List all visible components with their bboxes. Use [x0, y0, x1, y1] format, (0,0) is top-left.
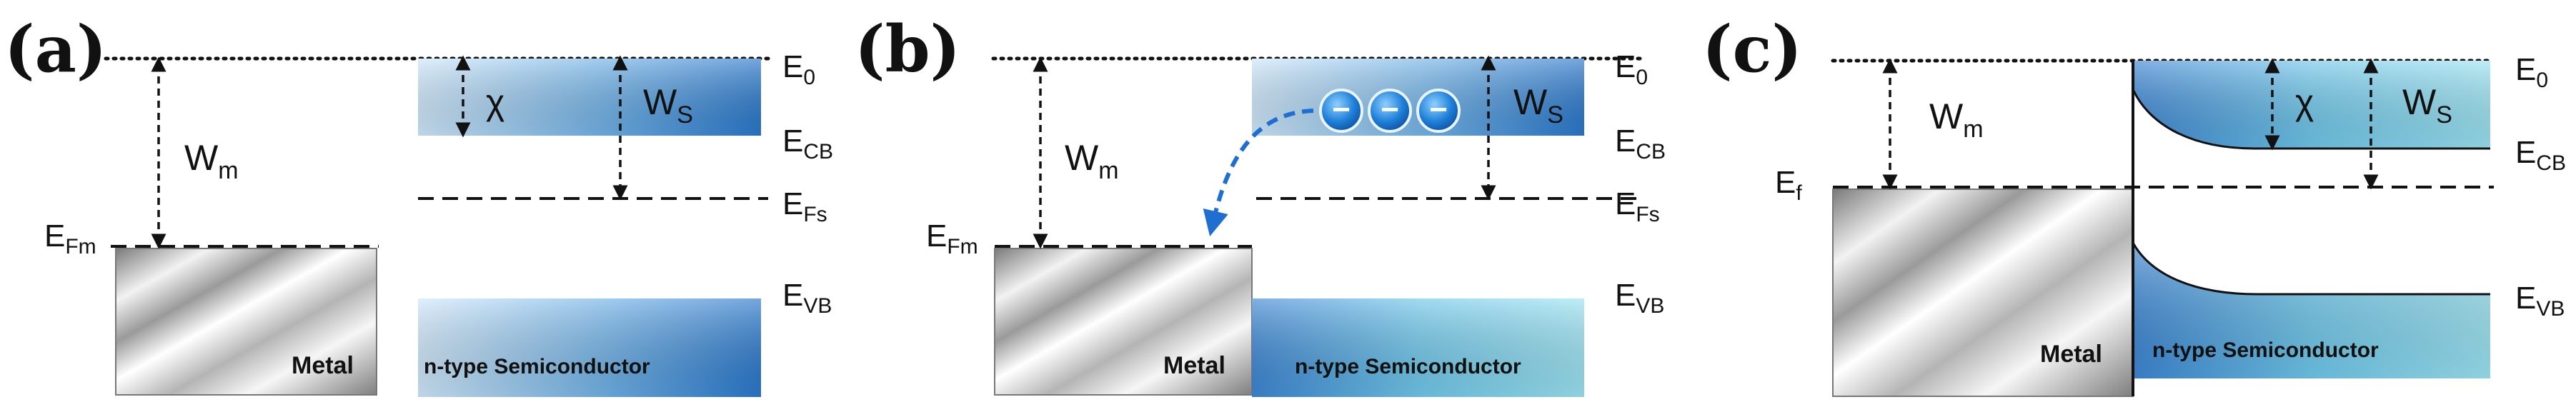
evb-label: EVB	[1615, 278, 1664, 318]
metal-block: Metal	[115, 248, 377, 396]
metal-block: Metal	[1832, 189, 2134, 397]
e0-label: E0	[2515, 52, 2548, 92]
valence-band-bent: n-type Semiconductor	[2132, 242, 2490, 396]
panel-c: (c) Metal n-type Semiconductor Wm χ WS	[1702, 11, 2566, 397]
efm-label: EFm	[926, 218, 978, 258]
ecb-label: ECB	[782, 124, 833, 164]
valence-band-box: n-type Semiconductor	[1252, 298, 1584, 397]
conduction-band-bent	[2132, 61, 2490, 150]
evb-label: EVB	[2515, 281, 2565, 321]
wm-label: Wm	[1065, 138, 1119, 184]
evb-label: EVB	[782, 278, 832, 318]
panel-b: (b) Metal n-type Semiconductor − −	[855, 11, 1666, 397]
conduction-band-box	[1252, 59, 1584, 136]
panel-label-c: (c)	[1702, 11, 1802, 87]
efm-label: EFm	[44, 218, 96, 258]
svg-text:−: −	[1332, 92, 1351, 127]
ws-label: WS	[2402, 82, 2452, 129]
efs-label: EFs	[1615, 186, 1660, 226]
semiconductor-label: n-type Semiconductor	[1295, 355, 1521, 378]
panel-a: (a) Metal n-type Semiconductor Wm χ WS E…	[4, 11, 833, 397]
semiconductor-label: n-type Semiconductor	[424, 355, 650, 378]
chi-label: χ	[486, 82, 504, 122]
panel-label-a: (a)	[4, 11, 106, 87]
wm-label: Wm	[184, 138, 239, 184]
svg-text:−: −	[1381, 92, 1399, 127]
electron-group: − − −	[1319, 89, 1461, 133]
conduction-band-box	[418, 59, 761, 136]
ef-label: Ef	[1775, 165, 1802, 205]
ws-label: WS	[643, 82, 693, 129]
electron-transfer-arrow	[1203, 109, 1314, 237]
ecb-label: ECB	[1615, 124, 1666, 164]
wm-label: Wm	[1929, 96, 1984, 143]
metal-label: Metal	[292, 352, 354, 379]
electron: −	[1319, 89, 1363, 133]
ecb-label: ECB	[2515, 135, 2566, 175]
efs-label: EFs	[782, 186, 827, 226]
metal-block: Metal	[994, 248, 1253, 396]
ws-label: WS	[1513, 82, 1563, 129]
e0-label: E0	[1615, 49, 1648, 89]
metal-label: Metal	[2040, 341, 2102, 368]
electron: −	[1368, 89, 1412, 133]
metal-label: Metal	[1163, 352, 1225, 379]
semiconductor-label: n-type Semiconductor	[2152, 338, 2379, 362]
e0-label: E0	[782, 49, 815, 89]
valence-band-box: n-type Semiconductor	[418, 298, 761, 397]
panel-label-b: (b)	[855, 11, 960, 87]
electron: −	[1416, 89, 1461, 133]
chi-label: χ	[2295, 82, 2314, 122]
svg-text:−: −	[1429, 92, 1448, 127]
